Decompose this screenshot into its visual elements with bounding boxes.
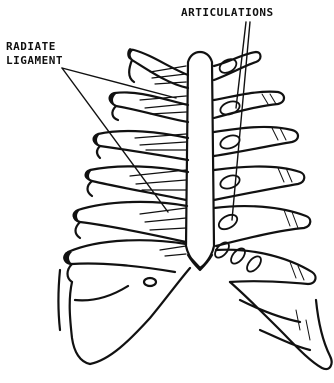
sternum <box>186 52 214 270</box>
label-radiate-line2: LIGAMENT <box>6 54 63 67</box>
right-rib-shading <box>262 94 310 340</box>
label-radiate-line1: RADIATE <box>6 40 56 53</box>
label-articulations: ARTICULATIONS <box>181 6 274 19</box>
